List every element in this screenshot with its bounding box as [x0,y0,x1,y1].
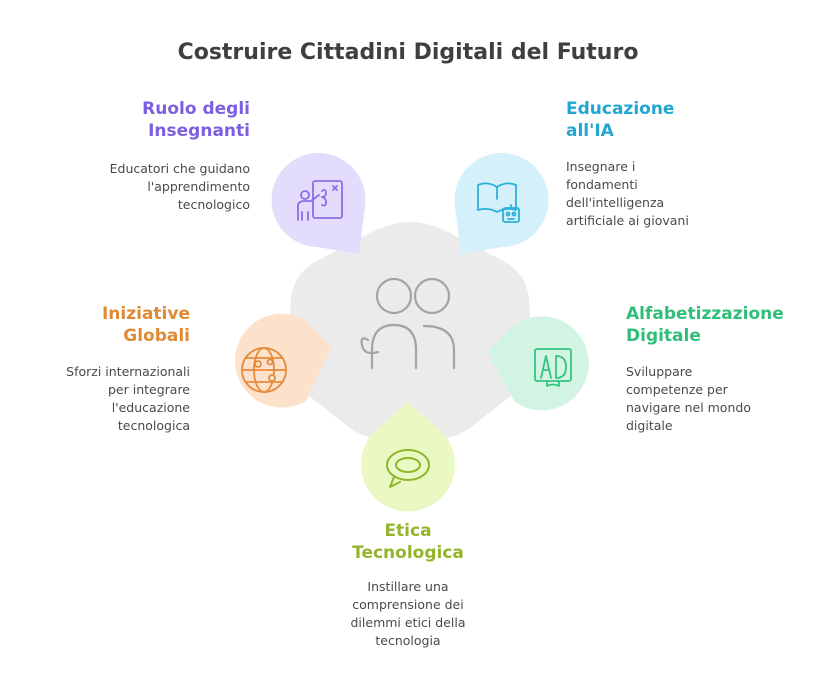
heading-iniziative-line1: Iniziative [101,304,190,324]
heading-ia: Educazione all'IA [566,98,766,142]
desc-iniziative-line: tecnologica [117,418,190,433]
node-ia-shape [454,153,549,254]
node-ruolo-shape [271,153,366,254]
desc-alfabetizzazione-line: navigare nel mondo [626,400,751,415]
desc-ruolo-line: tecnologico [177,197,250,212]
heading-ia-line1: Educazione [566,99,675,119]
node-etica-shape [361,402,456,512]
desc-alfabetizzazione: Sviluppare competenze per navigare nel m… [626,363,812,435]
node-ruolo [271,153,366,254]
desc-ruolo-line: Educatori che guidano [109,161,250,176]
heading-alfabetizzazione-line1: Alfabetizzazione [626,304,784,324]
desc-iniziative-line: per integrare [107,382,190,397]
desc-etica: Instillare una comprensione dei dilemmi … [298,578,518,650]
desc-ia-line: Insegnare i [566,159,636,174]
heading-alfabetizzazione: Alfabetizzazione Digitale [626,303,812,347]
desc-etica-line: Instillare una [367,579,449,594]
heading-alfabetizzazione-line2: Digitale [626,326,701,346]
people-icon [360,277,456,370]
page-title: Costruire Cittadini Digitali del Futuro [177,40,639,65]
desc-etica-line: dilemmi etici della [350,615,466,630]
globe-network-icon [241,347,287,393]
desc-ruolo: Educatori che guidano l'apprendimento te… [30,160,250,214]
heading-ia-line2: all'IA [566,121,614,141]
heading-iniziative: Iniziative Globali [10,303,190,347]
node-alfabetizzazione-shape [487,316,589,411]
desc-ia: Insegnare i fondamenti dell'intelligenza… [566,158,786,230]
desc-ia-line: artificiale ai giovani [566,213,689,228]
heading-etica-line2: Tecnologica [352,543,464,563]
heading-ruolo-line2: Insegnanti [148,121,250,141]
heading-etica-line1: Etica [384,521,432,541]
desc-etica-line: tecnologia [375,633,441,648]
robot-book-icon [477,182,520,223]
node-etica [361,402,456,512]
desc-iniziative: Sforzi internazionali per integrare l'ed… [10,363,190,435]
heading-iniziative-line2: Globali [123,326,190,346]
node-iniziative [235,313,331,408]
desc-alfabetizzazione-line: competenze per [626,382,728,397]
desc-ia-line: fondamenti [566,177,638,192]
heading-etica: Etica Tecnologica [308,520,508,564]
heading-ruolo-line1: Ruolo degli [142,99,250,119]
node-ia [454,153,549,254]
desc-ia-line: dell'intelligenza [566,195,665,210]
desc-alfabetizzazione-line: digitale [626,418,673,433]
ad-icon [534,348,572,387]
heading-ruolo: Ruolo degli Insegnanti [50,98,250,142]
desc-etica-line: comprensione dei [352,597,464,612]
desc-alfabetizzazione-line: Sviluppare [626,364,693,379]
node-alfabetizzazione [487,316,589,411]
desc-ruolo-line: l'apprendimento [147,179,250,194]
desc-iniziative-line: l'educazione [111,400,190,415]
speech-bubble-icon [386,449,430,488]
desc-iniziative-line: Sforzi internazionali [66,364,190,379]
teacher-board-icon [297,180,343,221]
